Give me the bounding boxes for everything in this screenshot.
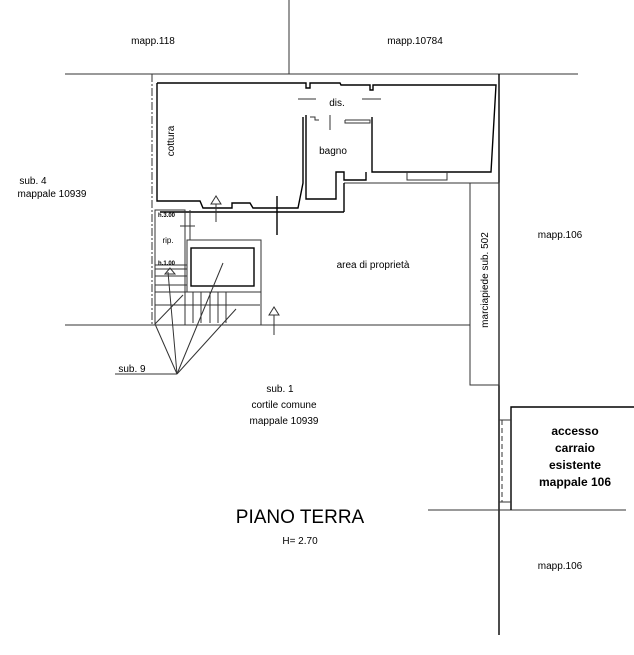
building-walls [156, 82, 497, 335]
marciapiede-area [469, 182, 500, 386]
label-mapp-118: mapp.118 [131, 36, 175, 47]
label-cortile: cortile comune [251, 400, 316, 411]
height-bottom: h.1.00 [158, 261, 176, 267]
label-mapp-106-bottom: mapp.106 [538, 561, 583, 572]
stair-block [115, 209, 262, 375]
label-mapp-106-top: mapp.106 [538, 230, 583, 241]
label-accesso-2: carraio [555, 441, 595, 455]
accesso-dashed [499, 419, 511, 503]
room-rip: rip. [162, 236, 173, 245]
label-marciapiede: marciapiede sub. 502 [480, 232, 491, 328]
room-dis: dis. [329, 98, 345, 109]
plan-height: H= 2.70 [282, 536, 318, 547]
label-accesso-4: mappale 106 [539, 475, 611, 489]
plan-title: PIANO TERRA [236, 507, 365, 528]
accesso-area [510, 406, 634, 510]
label-sub1: sub. 1 [266, 384, 294, 395]
label-accesso-1: accesso [551, 424, 598, 438]
label-accesso-3: esistente [549, 458, 601, 472]
height-top: h.3.00 [158, 213, 176, 219]
label-area: area di proprietà [337, 260, 410, 271]
room-bagno: bagno [319, 146, 347, 157]
boundary-lines [65, 0, 626, 635]
label-sub4: sub. 4 [19, 176, 47, 187]
label-cortile-mappale: mappale 10939 [250, 416, 319, 427]
room-cottura: cottura [166, 125, 177, 156]
label-mapp-10784: mapp.10784 [387, 36, 443, 47]
label-sub4-mappale: mappale 10939 [18, 189, 87, 200]
label-sub9: sub. 9 [118, 364, 146, 375]
